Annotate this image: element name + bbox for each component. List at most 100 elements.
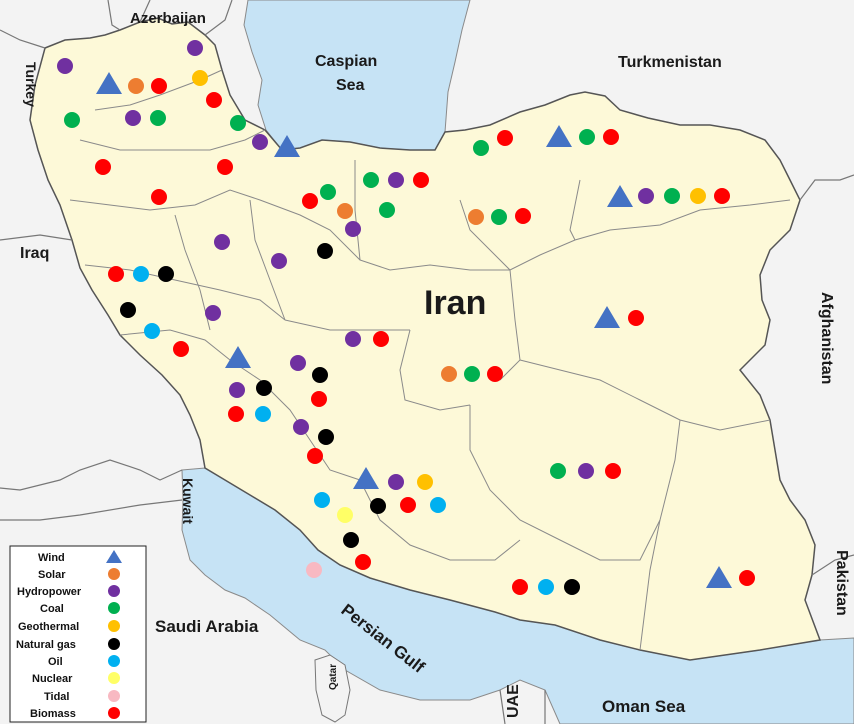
label-turkmenistan: Turkmenistan [618, 54, 722, 71]
qatar-peninsula [314, 654, 351, 723]
hydro-marker [252, 134, 268, 150]
label-afghanistan: Afghanistan [818, 292, 835, 384]
legend-oil-icon [108, 655, 120, 667]
coal-marker [150, 110, 166, 126]
biomass-marker [373, 331, 389, 347]
legend-natural-gas-icon [108, 638, 120, 650]
coal-marker [320, 184, 336, 200]
biomass-marker [355, 554, 371, 570]
legend-solar-icon [108, 568, 120, 580]
legend-geothermal-icon [108, 620, 120, 632]
legend-label-geothermal: Geothermal [18, 621, 79, 633]
biomass-marker [603, 129, 619, 145]
gas-marker [564, 579, 580, 595]
solar-marker [441, 366, 457, 382]
label-pakistan: Pakistan [833, 550, 850, 616]
hydro-marker [271, 253, 287, 269]
label-azerbaijan: Azerbaijan [130, 10, 206, 27]
biomass-marker [487, 366, 503, 382]
wind-marker [546, 125, 572, 147]
gas-marker [343, 532, 359, 548]
legend-label-oil: Oil [48, 656, 63, 668]
caspian-sea [243, 0, 471, 151]
label-iran: Iran [424, 284, 486, 322]
legend-label-tidal: Tidal [44, 691, 69, 703]
biomass-marker [400, 497, 416, 513]
map-legend: Wind Solar Hydropower Coal Geothermal Na… [9, 545, 147, 723]
legend-row: Hydropower [17, 585, 120, 598]
oil-marker [144, 323, 160, 339]
legend-row: Biomass [30, 707, 120, 720]
legend-label-hydropower: Hydropower [17, 586, 82, 598]
coal-marker [491, 209, 507, 225]
legend-nuclear-icon [108, 672, 120, 684]
label-oman-sea: Oman Sea [602, 697, 686, 716]
geothermal-marker [417, 474, 433, 490]
solar-marker [337, 203, 353, 219]
coal-marker [230, 115, 246, 131]
wind-marker [607, 185, 633, 207]
biomass-marker [108, 266, 124, 282]
oil-marker [314, 492, 330, 508]
solar-marker [128, 78, 144, 94]
legend-hydropower-icon [108, 585, 120, 597]
hydro-marker [205, 305, 221, 321]
legend-row: Coal [40, 602, 120, 615]
gas-marker [312, 367, 328, 383]
legend-tidal-icon [108, 690, 120, 702]
legend-row: Oil [48, 655, 120, 668]
gas-marker [120, 302, 136, 318]
oil-marker [538, 579, 554, 595]
biomass-marker [628, 310, 644, 326]
hydro-marker [388, 172, 404, 188]
province-borders [69, 69, 791, 651]
legend-label-biomass: Biomass [30, 708, 76, 720]
hydro-marker [290, 355, 306, 371]
biomass-marker [302, 193, 318, 209]
coal-marker [464, 366, 480, 382]
wind-marker [274, 135, 300, 157]
biomass-marker [217, 159, 233, 175]
biomass-marker [151, 189, 167, 205]
biomass-marker [228, 406, 244, 422]
nuclear-marker [337, 507, 353, 523]
legend-row: Solar [38, 568, 120, 581]
oil-marker [133, 266, 149, 282]
label-caspian-sea-1: Caspian [315, 53, 377, 70]
legend-row: Geothermal [18, 620, 120, 633]
legend-coal-icon [108, 602, 120, 614]
hydro-marker [214, 234, 230, 250]
coal-marker [473, 140, 489, 156]
label-kuwait: Kuwait [180, 478, 196, 524]
wind-marker [96, 72, 122, 94]
hydro-marker [345, 331, 361, 347]
wind-marker [353, 467, 379, 489]
iran-landmass [29, 17, 822, 661]
gas-marker [318, 429, 334, 445]
coal-marker [64, 112, 80, 128]
label-iraq: Iraq [20, 245, 49, 262]
coal-marker [664, 188, 680, 204]
hydro-marker [229, 382, 245, 398]
legend-label-coal: Coal [40, 603, 64, 615]
geothermal-marker [192, 70, 208, 86]
geothermal-marker [690, 188, 706, 204]
gas-marker [256, 380, 272, 396]
oil-marker [255, 406, 271, 422]
legend-label-nuclear: Nuclear [32, 673, 73, 685]
legend-row: Natural gas [16, 638, 120, 651]
biomass-marker [512, 579, 528, 595]
legend-biomass-icon [108, 707, 120, 719]
biomass-marker [739, 570, 755, 586]
biomass-marker [307, 448, 323, 464]
hydro-marker [388, 474, 404, 490]
biomass-marker [206, 92, 222, 108]
biomass-marker [497, 130, 513, 146]
biomass-marker [413, 172, 429, 188]
legend-wind-icon [106, 550, 122, 563]
hydro-marker [578, 463, 594, 479]
coal-marker [550, 463, 566, 479]
biomass-marker [714, 188, 730, 204]
coal-marker [579, 129, 595, 145]
